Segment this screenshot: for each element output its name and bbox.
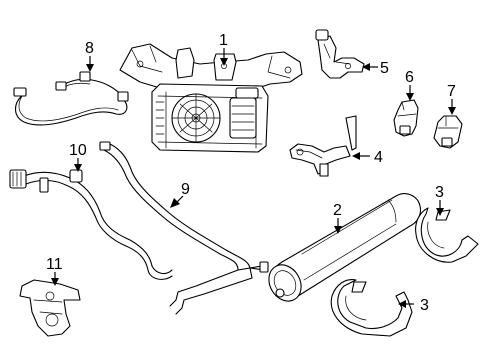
part-1-control-unit bbox=[119, 43, 303, 153]
part-7-sensor bbox=[433, 115, 463, 149]
callout-9: 9 bbox=[181, 181, 190, 198]
callout-2: 2 bbox=[333, 202, 342, 219]
part-11-bracket bbox=[19, 279, 81, 337]
callout-5: 5 bbox=[380, 60, 389, 77]
part-10-hose-assembly bbox=[9, 169, 173, 280]
callout-1: 1 bbox=[219, 32, 228, 49]
part-9-brake-line bbox=[99, 141, 269, 315]
callout-10: 10 bbox=[69, 142, 87, 159]
part-8-wire-harness bbox=[13, 71, 129, 126]
callout-3-lower: 3 bbox=[420, 297, 429, 314]
part-3-clamp-upper bbox=[415, 207, 479, 263]
callout-7: 7 bbox=[447, 83, 456, 100]
callout-labels: 1 2 3 3 4 5 6 7 8 9 10 11 bbox=[46, 32, 456, 314]
callout-11: 11 bbox=[46, 256, 63, 273]
callout-leaders bbox=[51, 48, 456, 308]
callout-4: 4 bbox=[374, 149, 383, 166]
callout-6: 6 bbox=[405, 69, 414, 86]
part-4-bracket bbox=[289, 115, 357, 177]
part-6-sensor bbox=[393, 99, 419, 137]
part-5-bracket bbox=[315, 29, 365, 79]
part-3-clamp-lower bbox=[330, 279, 413, 337]
part-2-canister bbox=[268, 193, 422, 302]
callout-8: 8 bbox=[85, 40, 94, 57]
callout-3-upper: 3 bbox=[435, 184, 444, 201]
